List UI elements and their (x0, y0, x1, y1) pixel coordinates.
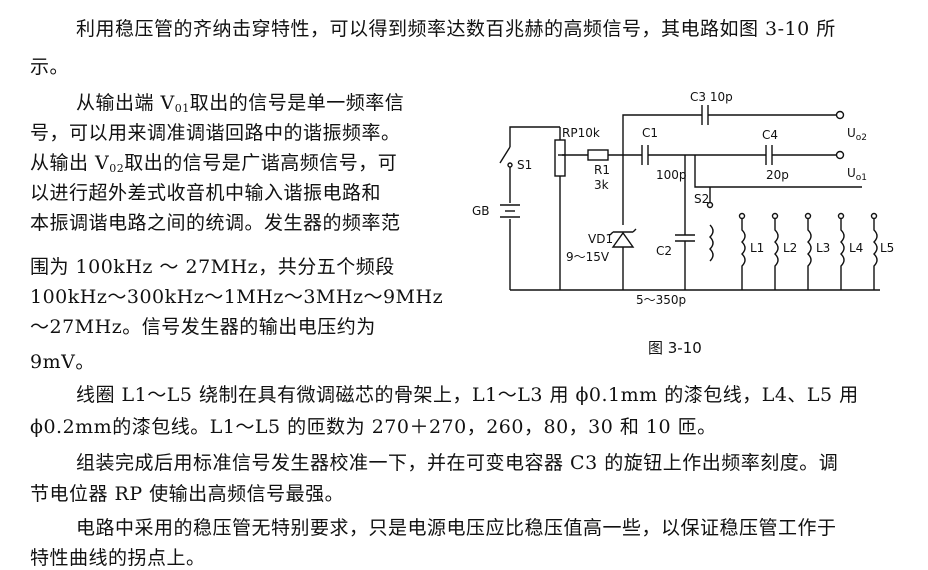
coil-s2 (709, 224, 714, 262)
subscript: 02 (109, 162, 125, 175)
subscript: 01 (174, 102, 190, 115)
coil-l5 (873, 219, 878, 290)
label-gb: GB (472, 204, 490, 218)
paragraph1-line1: 利用稳压管的齐纳击穿特性，可以得到频率达数百兆赫的高频信号，其电路如图 3-10… (76, 18, 836, 40)
coil-l3 (807, 219, 812, 290)
label-uo1-sub: o1 (856, 173, 867, 183)
coil-l2 (774, 219, 779, 290)
wire-s2-bus (694, 155, 862, 188)
text-fragment: 取出的信号是单一频率信 (189, 92, 405, 114)
paragraph2-line3: 从输出 V02取出的信号是广谐高频信号，可 (30, 151, 397, 181)
label-r1: R1 (594, 163, 610, 177)
label-uo2-sub: o2 (856, 133, 867, 143)
wire-s1-top (509, 126, 560, 147)
zener-bar (609, 228, 637, 236)
label-c1-value: 100p (656, 168, 687, 182)
paragraph2-line2: 号，可以用来调准调谐回路中的谐振频率。 (30, 122, 401, 144)
paragraph2-line5: 本振调谐电路之间的统调。发生器的频率范 (30, 212, 401, 234)
label-r1-value: 3k (594, 178, 609, 192)
label-c4: C4 (762, 128, 778, 142)
text-fragment: 取出的信号是广谐高频信号，可 (124, 152, 398, 174)
tap-l5 (870, 212, 878, 220)
s1-contact (507, 162, 513, 168)
label-rp: RP10k (562, 126, 600, 140)
coil-l4 (840, 219, 845, 290)
wire-c3-left (622, 114, 702, 140)
paragraph3-line2: ϕ0.2mm的漆包线。L1～L5 的匝数为 270＋270，260，80，30 … (30, 416, 717, 438)
resistor-r1 (587, 149, 609, 161)
label-l4: L4 (849, 241, 863, 255)
zener-vd1 (611, 231, 635, 248)
label-c3: C3 10p (690, 90, 733, 104)
label-uo2: Uo2 (847, 126, 867, 143)
paragraph5-line2: 特性曲线的拐点上。 (30, 547, 206, 569)
tap-l4 (837, 212, 845, 220)
label-s1: S1 (517, 158, 532, 172)
tap-l3 (804, 212, 812, 220)
paragraph2-line1: 从输出端 V01取出的信号是单一频率信 (76, 91, 404, 121)
label-vd1-value: 9～15V (566, 250, 610, 264)
terminal-uo1 (835, 150, 845, 160)
label-l1: L1 (750, 241, 764, 255)
tap-l2 (771, 212, 779, 220)
paragraph3-line1: 线圈 L1～L5 绕制在具有微调磁芯的骨架上，L1～L3 用 ϕ0.1mm 的漆… (76, 384, 859, 406)
label-c1: C1 (642, 126, 658, 140)
text-fragment: 从输出 V (30, 152, 110, 174)
paragraph2-line9: 9mV。 (30, 351, 95, 373)
label-c4-value: 20p (766, 168, 789, 182)
circuit-diagram: C3 10p RP10k C1 C4 Uo2 Uo1 S1 R1 3k 100p… (472, 90, 894, 307)
text-fragment: 从输出端 V (76, 92, 175, 114)
label-s2: S2 (694, 192, 709, 206)
paragraph2-line4: 以进行超外差式收音机中输入谐振电路和 (30, 182, 382, 204)
paragraph4-line1: 组装完成后用标准信号发生器校准一下，并在可变电容器 C3 的旋钮上作出频率刻度。… (76, 452, 839, 474)
label-uo1: Uo1 (847, 166, 867, 183)
label-uo1-main: U (847, 166, 856, 180)
switch-s1 (499, 146, 511, 164)
label-c2: C2 (656, 244, 672, 258)
paragraph5-line1: 电路中采用的稳压管无特别要求，只是电源电压应比稳压值高一些，以保证稳压管工作于 (76, 517, 837, 539)
figure-caption: 图 3-10 (648, 339, 702, 357)
paragraph1-line2: 示。 (30, 56, 70, 78)
label-l2: L2 (783, 241, 797, 255)
terminal-uo2 (835, 110, 845, 120)
label-l5: L5 (880, 241, 894, 255)
paragraph2-line7: 100kHz～300kHz～1MHz～3MHz～9MHz (30, 286, 444, 308)
label-c2-value: 5～350p (636, 293, 686, 307)
coil-l1 (741, 219, 746, 290)
label-uo2-main: U (847, 126, 856, 140)
paragraph2-line8: ～27MHz。信号发生器的输出电压约为 (30, 316, 376, 338)
paragraph4-line2: 节电位器 RP 使输出高频信号最强。 (30, 483, 345, 505)
tap-l1 (738, 212, 746, 220)
paragraph2-line6: 围为 100kHz ～ 27MHz，共分五个频段 (30, 256, 395, 278)
label-l3: L3 (816, 241, 830, 255)
label-vd1: VD1 (588, 232, 613, 246)
potentiometer-rp (554, 139, 566, 177)
